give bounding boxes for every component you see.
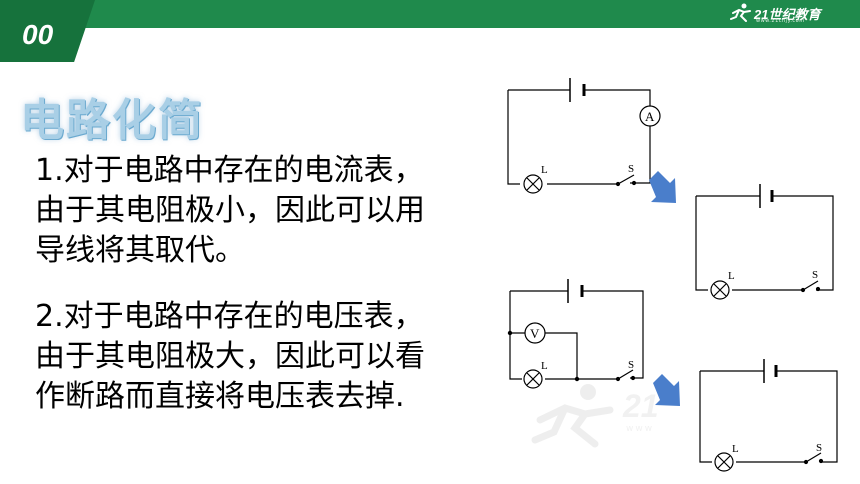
header-bar (0, 0, 860, 25)
circuit-simplified-2 (699, 359, 838, 472)
header-line (0, 25, 860, 28)
switch-icon (805, 452, 822, 463)
lamp-label: L (541, 360, 548, 372)
watermark-subtext: www (626, 424, 655, 434)
watermark-text: 21 (623, 388, 659, 424)
text-line: 由于其电阻极小，因此可以用 (35, 193, 425, 228)
lamp-label: L (728, 270, 735, 282)
voltmeter-icon (524, 322, 546, 344)
lamp-icon (714, 452, 734, 472)
text-line: 1.对于电路中存在的电流表， (35, 153, 424, 188)
logo-subtext: www.21cnjy.com (756, 18, 805, 24)
ammeter-icon (639, 105, 661, 127)
lamp-icon (523, 174, 543, 194)
ammeter-label: A (645, 109, 655, 124)
lamp-icon (523, 369, 543, 389)
switch-label: S (816, 442, 822, 454)
text-line: 2.对于电路中存在的电压表， (35, 299, 424, 334)
voltmeter-label: V (530, 326, 540, 341)
header: 00 21世纪教育 www.21cnjy.com (0, 0, 860, 62)
text-line: 作断路而直接将电压表去掉. (35, 379, 405, 414)
arrow-down-right-icon (653, 374, 680, 406)
page-title: 电路化简 (20, 95, 204, 146)
circuit-with-ammeter (507, 78, 661, 194)
runner-logo-icon (730, 3, 751, 22)
switch-icon (617, 174, 635, 185)
switch-label: S (628, 163, 634, 175)
watermark-runner-icon (531, 384, 614, 448)
text-line: 由于其电阻极大，因此可以看 (35, 339, 425, 374)
circuit-simplified-1 (695, 184, 834, 300)
text-line: 导线将其取代。 (35, 233, 245, 268)
lamp-icon (710, 280, 730, 300)
switch-label: S (628, 359, 634, 371)
page-number: 00 (22, 19, 54, 50)
arrow-down-right-icon (649, 171, 676, 203)
logo: 21世纪教育 www.21cnjy.com (730, 3, 840, 24)
lamp-label: L (732, 443, 739, 455)
switch-icon (802, 280, 819, 291)
lamp-label: L (541, 164, 548, 176)
switch-label: S (812, 269, 818, 281)
circuit-with-voltmeter (507, 279, 644, 389)
watermark-logo: 21 www (530, 380, 700, 450)
logo-text: 21世纪教育 (754, 7, 821, 22)
switch-icon (617, 369, 634, 380)
paragraph-ammeter: 1.对于电路中存在的电流表， 由于其电阻极小，因此可以用 导线将其取代。 (35, 151, 515, 271)
paragraph-voltmeter: 2.对于电路中存在的电压表， 由于其电阻极大，因此可以看 作断路而直接将电压表去… (35, 297, 515, 417)
